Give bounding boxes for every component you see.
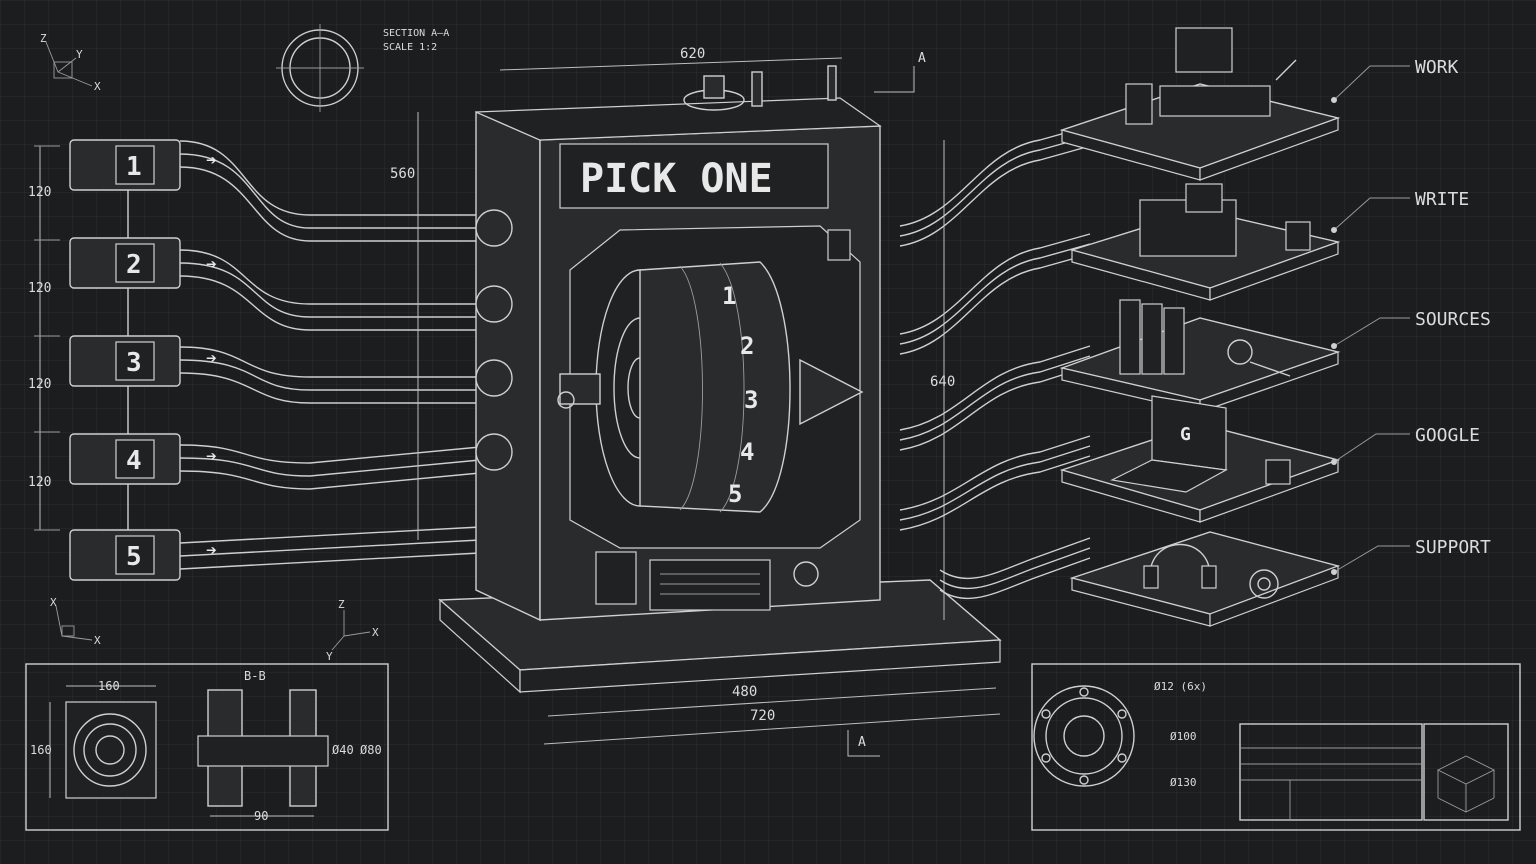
drum-number-5: 5	[728, 480, 742, 508]
pitch-dim-2: 120	[28, 281, 51, 296]
axis-z-label: Z	[40, 32, 47, 45]
platform-work[interactable]	[1059, 27, 1341, 181]
axis-x3-label: X	[94, 634, 101, 647]
dim-base-outer: 720	[750, 708, 775, 724]
input-module-1[interactable]: 1 ➔	[69, 139, 480, 242]
book-icon	[1119, 299, 1141, 375]
lamp-icon	[1275, 59, 1297, 81]
magnifier-icon	[1227, 339, 1253, 365]
title-block	[1239, 723, 1509, 821]
module-number-2: 2	[126, 250, 142, 280]
google-logo: G	[1180, 424, 1191, 445]
module-number-4: 4	[126, 446, 142, 476]
platform-write[interactable]	[1069, 183, 1341, 301]
laptop-keyboard-icon	[1110, 459, 1228, 493]
axis-x-label: X	[94, 80, 101, 93]
axis-z2-label: Z	[338, 598, 345, 611]
output-platforms: G	[1059, 27, 1341, 627]
section-mark-top: A	[918, 51, 926, 66]
section-circle-detail: SECTION A–A SCALE 1:2	[276, 24, 449, 112]
module-number-5: 5	[126, 542, 142, 572]
axis-x4-label: X	[372, 626, 379, 639]
flow-arrow-icon: ➔	[206, 446, 217, 467]
desk-icon	[1159, 85, 1271, 117]
dim-height-right: 640	[930, 374, 955, 390]
input-module-5[interactable]: 5 ➔	[69, 526, 481, 581]
detail-panel-left: 160 160 B-B 90 Ø40 Ø80	[25, 663, 389, 831]
output-label-write: WRITE	[1415, 189, 1469, 210]
platform-sources[interactable]	[1059, 299, 1341, 413]
drum-number-2: 2	[740, 332, 754, 360]
axis-y-label: Y	[76, 48, 83, 61]
section-bb-label: B-B	[244, 669, 266, 683]
book-icon	[1163, 307, 1185, 375]
gear-icon	[1249, 569, 1279, 599]
output-labels: WORK WRITE SOURCES GOOGLE SUPPORT	[1331, 57, 1491, 575]
drum-number-4: 4	[740, 438, 754, 466]
flow-arrow-icon: ➔	[206, 150, 217, 171]
platform-google[interactable]: G	[1059, 395, 1341, 523]
drum-number-1: 1	[722, 282, 736, 310]
pencil-cup-icon	[1285, 221, 1311, 251]
monitor-icon	[1175, 27, 1233, 73]
router-icon	[1265, 459, 1291, 485]
dim-top-width: 620	[680, 46, 705, 62]
module-number-1: 1	[126, 152, 142, 182]
flow-arrow-icon: ➔	[206, 540, 217, 561]
section-note-scale: SCALE 1:2	[383, 42, 437, 53]
input-module-2[interactable]: 2 ➔	[69, 237, 480, 331]
output-pipes	[899, 125, 1091, 600]
flow-arrow-icon: ➔	[206, 254, 217, 275]
pitch-dim-4: 120	[28, 475, 51, 490]
drum-number-3: 3	[744, 386, 758, 414]
book-icon	[1141, 303, 1163, 375]
machine-dimensions: 620 560 640 480 720 A A	[390, 46, 1001, 757]
axis-triad-top-left: Z Y X	[40, 32, 101, 93]
axis-triad-center: Z X Y	[326, 598, 379, 663]
dim-height-left: 560	[390, 166, 415, 182]
pitch-dim-1: 120	[28, 185, 51, 200]
pick-one-machine: PICK ONE 1 2 3 4 5	[438, 65, 1002, 694]
output-label-google: GOOGLE	[1415, 425, 1480, 446]
input-module-3[interactable]: 3 ➔	[69, 335, 480, 404]
chair-icon	[1125, 83, 1153, 125]
dim-d80: Ø80	[360, 743, 382, 757]
platform-support[interactable]	[1069, 531, 1341, 627]
pitch-dim-3: 120	[28, 377, 51, 392]
dim-flange-height: 160	[30, 743, 52, 757]
headset-icon	[1149, 543, 1211, 577]
dim-base-inner: 480	[732, 684, 757, 700]
module-number-3: 3	[126, 348, 142, 378]
output-label-sources: SOURCES	[1415, 309, 1491, 330]
input-modules: 1 ➔ 2 ➔ 3 ➔ 4 ➔	[69, 139, 481, 581]
flow-arrow-icon: ➔	[206, 348, 217, 369]
module-pitch-dimensions: 120 120 120 120	[28, 145, 60, 531]
dim-d130: Ø130	[1170, 776, 1197, 789]
dim-d40: Ø40	[332, 743, 354, 757]
dim-d100: Ø100	[1170, 730, 1197, 743]
paper-icon	[1185, 183, 1223, 213]
selector-pointer-icon	[799, 358, 864, 426]
dim-shaft-length: 90	[254, 809, 268, 823]
dim-holes: Ø12 (6x)	[1154, 680, 1207, 693]
machine-sign: PICK ONE	[580, 156, 773, 202]
section-note-title: SECTION A–A	[383, 28, 449, 39]
dim-flange-width: 160	[98, 679, 120, 693]
output-label-work: WORK	[1415, 57, 1459, 78]
input-module-4[interactable]: 4 ➔	[69, 433, 481, 490]
axis-x2-label: X	[50, 596, 57, 609]
output-label-support: SUPPORT	[1415, 537, 1491, 558]
axis-y2-label: Y	[326, 650, 333, 663]
section-mark-bottom: A	[858, 735, 866, 750]
detail-panel-right: Ø12 (6x) Ø100 Ø130	[1031, 663, 1521, 831]
axis-triad-mid-left: X X	[50, 596, 101, 647]
